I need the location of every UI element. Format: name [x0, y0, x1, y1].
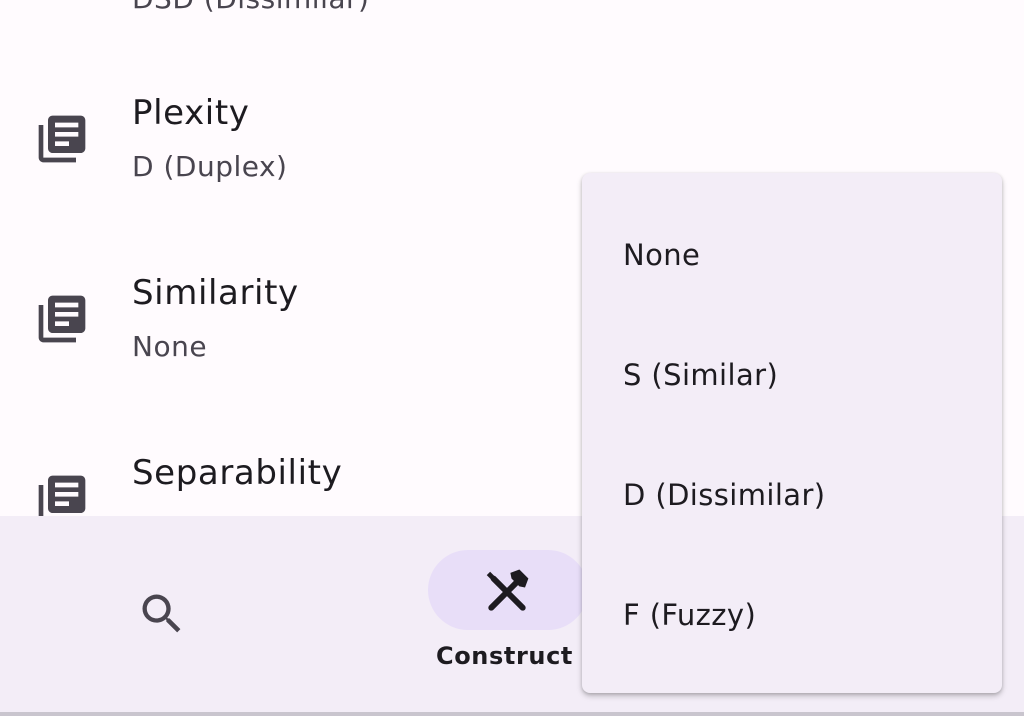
settings-list: DSD (Dissimilar) Plexity D (Duplex) Simi… [0, 0, 1024, 516]
similarity-dropdown-menu: None S (Similar) D (Dissimilar) F (Fuzzy… [582, 173, 1002, 693]
list-item-separability[interactable]: Separability [0, 435, 1024, 516]
menu-option-fuzzy[interactable]: F (Fuzzy) [623, 598, 757, 632]
clipped-subtitle: DSD (Dissimilar) [132, 0, 369, 15]
search-icon[interactable] [136, 588, 188, 640]
list-item-subtitle: D (Duplex) [132, 150, 288, 183]
list-item-title: Plexity [132, 93, 250, 133]
library-books-icon [34, 471, 90, 516]
bottom-divider [0, 712, 1024, 716]
list-item-subtitle: None [132, 330, 208, 363]
menu-option-dissimilar[interactable]: D (Dissimilar) [623, 478, 826, 512]
construct-nav-label: Construct [436, 642, 573, 670]
list-item-plexity[interactable]: Plexity D (Duplex) [0, 75, 1024, 255]
list-item-title: Separability [132, 453, 343, 493]
list-item-similarity[interactable]: Similarity None [0, 255, 1024, 435]
list-item-title: Similarity [132, 273, 299, 313]
library-books-icon [34, 111, 90, 167]
menu-option-none[interactable]: None [623, 238, 701, 272]
library-books-icon [34, 291, 90, 347]
construct-tools-icon[interactable] [480, 565, 534, 619]
menu-option-similar[interactable]: S (Similar) [623, 358, 779, 392]
